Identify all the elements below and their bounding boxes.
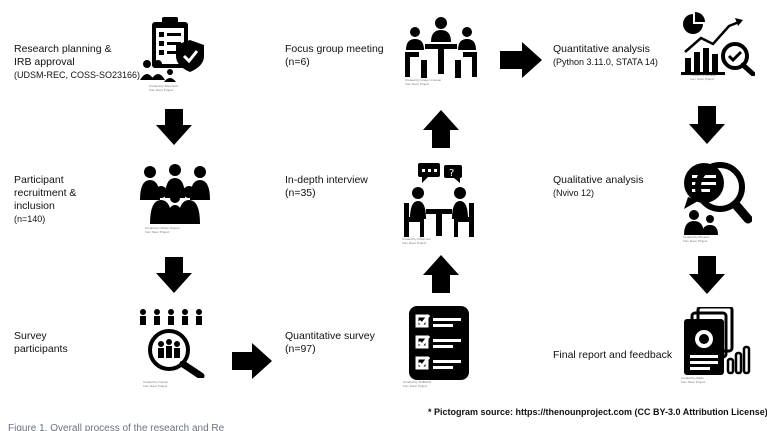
step-label-qualitative-analysis: Qualitative analysis (Nvivo 12) — [553, 174, 643, 199]
checklist-icon — [409, 306, 469, 380]
focus-group-title: Focus group meeting — [285, 43, 384, 55]
arrow-down-icon — [156, 257, 192, 293]
qual-analysis-icon-credit: Created by Phoenix from Noun Project — [683, 235, 710, 243]
people-group-icon — [140, 164, 210, 224]
arrow-down-icon — [689, 106, 725, 144]
qual-analysis-title: Qualitative analysis — [553, 174, 644, 186]
qual-analysis-sub: (Nvivo 12) — [553, 188, 595, 198]
quant-survey-sub: (n=97) — [285, 343, 316, 355]
arrow-right-icon — [500, 42, 542, 78]
figure-caption-text: Figure 1. Overall process of the researc… — [8, 423, 225, 431]
svg-text:?: ? — [449, 168, 454, 179]
recruitment-title: Participant recruitment & inclusion — [14, 174, 77, 212]
clipboard-shield-icon — [140, 17, 204, 82]
step-label-indepth-interview: In-depth interview (n=35) — [285, 174, 368, 200]
arrow-down-icon — [156, 109, 192, 145]
quant-analysis-title: Quantitative analysis — [553, 43, 650, 55]
quant-survey-title: Quantitative survey — [285, 330, 375, 342]
step-label-quantitative-survey: Quantitative survey (n=97) — [285, 330, 375, 356]
quant-survey-icon-credit: Created by SUBHAN from Noun Project — [403, 380, 432, 388]
people-magnifier-icon — [140, 309, 205, 378]
pictogram-source-note: * Pictogram source: https://thenounproje… — [428, 407, 767, 417]
focus-group-icon-credit: Created by Gregor Cresnar from Noun Proj… — [405, 78, 442, 86]
research-icon-credit: Created by Atta Fauzi from Noun Project — [149, 84, 178, 92]
indepth-icon-credit: Created by Gnish kun from Noun Project — [402, 237, 432, 245]
step-label-recruitment: Participant recruitment & inclusion (n=1… — [14, 174, 76, 225]
final-report-title: Final report and feedback — [553, 349, 673, 361]
step-label-quantitative-analysis: Quantitative analysis (Python 3.11.0, ST… — [553, 43, 658, 68]
step-label-final-report: Final report and feedback — [553, 349, 672, 362]
recruitment-sub: (n=140) — [14, 214, 46, 224]
research-planning-sub: (UDSM-REC, COSS-SO23166) — [14, 70, 141, 80]
indepth-title: In-depth interview — [285, 174, 368, 186]
recruitment-icon-credit: Created by Adrien Coquet from Noun Proje… — [145, 226, 180, 234]
survey-participants-icon-credit: Created by Cuputo from Noun Project — [143, 380, 169, 388]
meeting-table-icon — [405, 17, 477, 78]
survey-participants-title: Survey participants — [14, 330, 68, 355]
indepth-sub: (n=35) — [285, 187, 316, 199]
arrow-up-icon — [423, 255, 459, 293]
arrow-right-icon — [232, 343, 272, 379]
arrow-down-icon — [689, 256, 725, 294]
figure-caption: Figure 1. Overall process of the researc… — [8, 420, 328, 431]
step-label-focus-group: Focus group meeting (n=6) — [285, 43, 384, 69]
step-label-survey-participants: Survey participants — [14, 330, 68, 356]
focus-group-sub: (n=6) — [285, 56, 310, 68]
interview-icon: ? — [404, 163, 474, 237]
quant-analysis-sub: (Python 3.11.0, STATA 14) — [553, 57, 658, 67]
arrow-up-icon — [423, 110, 459, 148]
bar-chart-magnifier-icon — [681, 12, 755, 76]
step-label-research-planning: Research planning & IRB approval (UDSM-R… — [14, 43, 140, 81]
research-planning-title: Research planning & IRB approval — [14, 43, 112, 68]
final-report-icon-credit: Created by Basin from Noun Project — [681, 376, 706, 384]
chat-magnifier-icon — [684, 162, 752, 235]
quant-analysis-icon-credit: Created by Eucalyp from Noun Project — [690, 73, 717, 81]
report-document-icon — [684, 307, 751, 375]
